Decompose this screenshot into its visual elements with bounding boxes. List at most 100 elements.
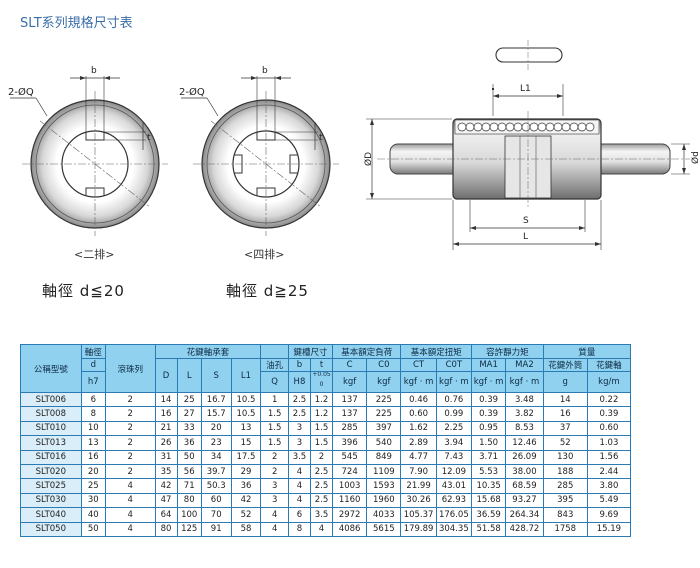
table-cell: 25 [176,391,202,408]
unit-d: h7 [80,371,106,393]
table-cell: 2 [104,435,156,451]
table-cell: 4 [287,492,311,509]
table-cell: 10.5 [230,391,262,408]
table-cell: 43.01 [435,478,473,494]
table-cell: 5.53 [471,463,507,480]
table-cell: 36.59 [471,507,507,523]
left-t-label: t [147,133,151,143]
unit-MA2: kgf · m [505,371,544,393]
table-cell: 14 [154,391,178,408]
side-S-label: S [523,216,529,226]
table-cell: 4 [104,521,156,537]
table-cell: 62.93 [435,492,473,509]
unit-C0T: kgf · m [435,371,473,393]
table-cell: 4 [260,521,289,537]
table-cell: 0.39 [471,406,507,422]
left-hole-label: 2-ØQ [8,86,34,98]
col-oil: 油孔 [260,344,289,359]
table-cell: 3.5 [287,449,311,465]
header-row-1: 公稱型號 軸徑 滾珠列 花鍵軸承套 油孔 鍵槽尺寸 基本額定負荷 基本額定扭矩 … [20,344,632,393]
table-cell: 396 [332,435,368,451]
table-cell: 0.39 [586,406,632,422]
table-cell: 0.60 [400,406,437,422]
table-cell: 70 [200,507,232,523]
table-cell: 42 [230,492,262,509]
model-cell: SLT040 [20,507,82,523]
table-cell: 225 [366,391,402,408]
table-cell: 9.69 [586,507,632,523]
table-cell: 10 [80,420,106,437]
table-cell: 7.43 [435,449,473,465]
col-Q-name: 油孔 [260,358,289,372]
left-end-view [10,76,168,236]
table-cell: 4 [309,521,334,537]
table-cell: 125 [176,521,202,537]
unit-C: kgf [332,371,368,393]
model-cell: SLT010 [20,420,82,437]
table-cell: 285 [332,420,368,437]
table-cell: 3.94 [435,435,473,451]
table-cell: 80 [176,492,202,509]
table-cell: 36 [176,435,202,451]
table-cell: 37 [542,420,588,437]
table-cell: 545 [332,449,368,465]
model-cell: SLT016 [20,449,82,465]
table-cell: 12.09 [435,463,473,480]
table-cell: 2.5 [309,492,334,509]
col-model: 公稱型號 [20,344,82,393]
table-cell: 0.76 [435,391,473,408]
mid-caption: <四排> [244,248,285,261]
col-C0T: C0T [435,358,473,372]
table-cell: 71 [176,478,202,494]
table-cell: 30.26 [400,492,437,509]
col-L: L [176,358,202,393]
table-cell: 1.5 [309,435,334,451]
unit-Q: Q [260,371,289,393]
table-cell: 80 [154,521,178,537]
table-cell: 105.37 [400,507,437,523]
table-cell: 15 [230,435,262,451]
table-cell: 2 [104,463,156,480]
col-load: 基本額定負荷 [332,344,402,359]
table-cell: 30 [80,492,106,509]
col-mass-shaft: 花鍵軸 [586,358,632,372]
mid-shaft-label: 軸徑 d≧25 [226,282,309,300]
unit-mass-outer: g [542,371,588,393]
table-cell: 100 [176,507,202,523]
table-cell: 4 [104,478,156,494]
table-cell: 4 [287,463,311,480]
table-cell: 31 [154,449,178,465]
table-cell: 29 [230,463,262,480]
table-cell: 2.5 [287,406,311,422]
table-cell: 130 [542,449,588,465]
table-cell: 16 [154,406,178,422]
table-cell: 2972 [332,507,368,523]
table-cell: 1.62 [400,420,437,437]
col-moment: 容許靜力矩 [471,344,544,359]
side-L-label: L [523,232,528,242]
unit-MA1: kgf · m [471,371,507,393]
table-cell: 21.99 [400,478,437,494]
table-cell: 1.5 [260,435,289,451]
unit-b: H8 [287,371,311,393]
table-cell: 2.89 [400,435,437,451]
table-cell: 4.77 [400,449,437,465]
side-od-label: Ød [690,151,700,164]
col-MA2: MA2 [505,358,544,372]
model-cell: SLT030 [20,492,82,509]
table-cell: 50 [80,521,106,537]
model-cell: SLT020 [20,463,82,480]
table-cell: 20 [200,420,232,437]
table-cell: 4 [104,492,156,509]
table-cell: 4 [104,507,156,523]
table-cell: 0.95 [471,420,507,437]
table-cell: 15.19 [586,521,632,537]
table-cell: 6 [80,391,106,408]
table-cell: 60 [200,492,232,509]
table-cell: 0.99 [435,406,473,422]
